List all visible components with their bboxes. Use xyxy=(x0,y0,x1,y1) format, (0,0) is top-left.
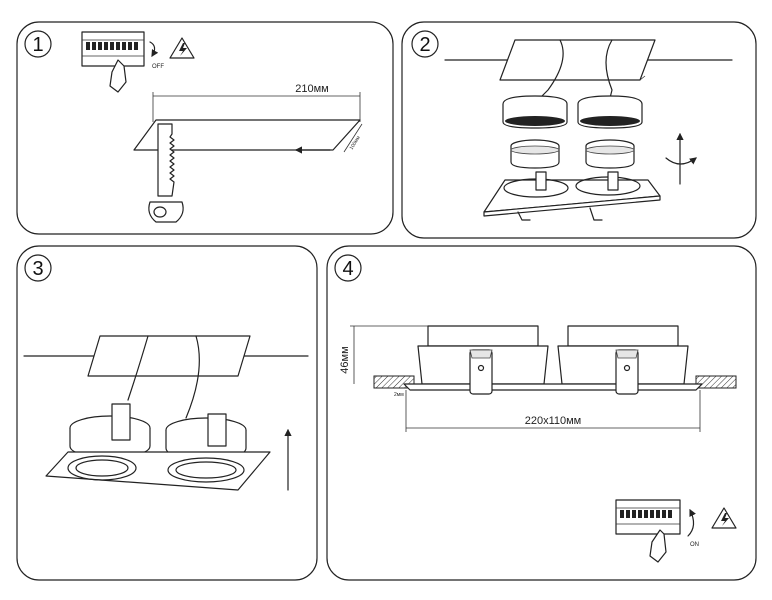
dimension-length-label: 210мм xyxy=(295,83,328,95)
step-number-badge xyxy=(334,254,362,282)
lamp-module-left xyxy=(510,139,560,169)
dimension-size-label: 220x110мм xyxy=(525,415,582,427)
panel-step-4: 4 46мм 2мм 220x110мм xyxy=(326,245,757,581)
panel-frame xyxy=(401,21,757,239)
ceiling-section-right xyxy=(695,375,737,389)
switch-state-label: OFF xyxy=(152,64,164,70)
step-number: 4 xyxy=(342,258,353,280)
step-number: 2 xyxy=(419,34,430,56)
electric-hazard-icon xyxy=(711,507,737,529)
fixture-assembly xyxy=(45,403,271,491)
led-driver-left xyxy=(502,95,568,129)
panel-frame xyxy=(16,245,318,581)
switch-on-arrow xyxy=(687,508,696,537)
dimension-height-label: 46мм xyxy=(339,346,351,373)
step-number-badge xyxy=(411,30,439,58)
ceiling-section-left xyxy=(373,375,415,389)
step-number-badge xyxy=(24,30,52,58)
panel-frame xyxy=(326,245,757,581)
panel-frame xyxy=(16,21,394,235)
switch-off-arrow xyxy=(149,41,159,58)
led-driver-right xyxy=(577,95,643,129)
ceiling-panel xyxy=(87,335,251,377)
ceiling-panel xyxy=(499,39,656,81)
dimension-thickness-label: 2мм xyxy=(394,392,404,398)
panel-step-1: 1 OFF 210мм xyxy=(16,21,394,235)
fixture-frame xyxy=(483,171,661,221)
hand-saw-icon xyxy=(148,123,184,223)
rotate-arrow-icon xyxy=(665,157,697,165)
switch-state-label: ON xyxy=(690,542,699,548)
step-number-badge xyxy=(24,254,52,282)
panel-step-2: 2 xyxy=(401,21,757,239)
step-number: 1 xyxy=(32,34,43,56)
fixture-section xyxy=(403,325,703,395)
step-number: 3 xyxy=(32,258,43,280)
dimension-width-label: 100мм xyxy=(349,134,362,151)
circuit-breaker-icon xyxy=(81,31,145,93)
lamp-module-right xyxy=(585,139,635,169)
electric-hazard-icon xyxy=(169,37,195,59)
circuit-breaker-icon xyxy=(615,499,681,563)
panel-step-3: 3 xyxy=(16,245,318,581)
